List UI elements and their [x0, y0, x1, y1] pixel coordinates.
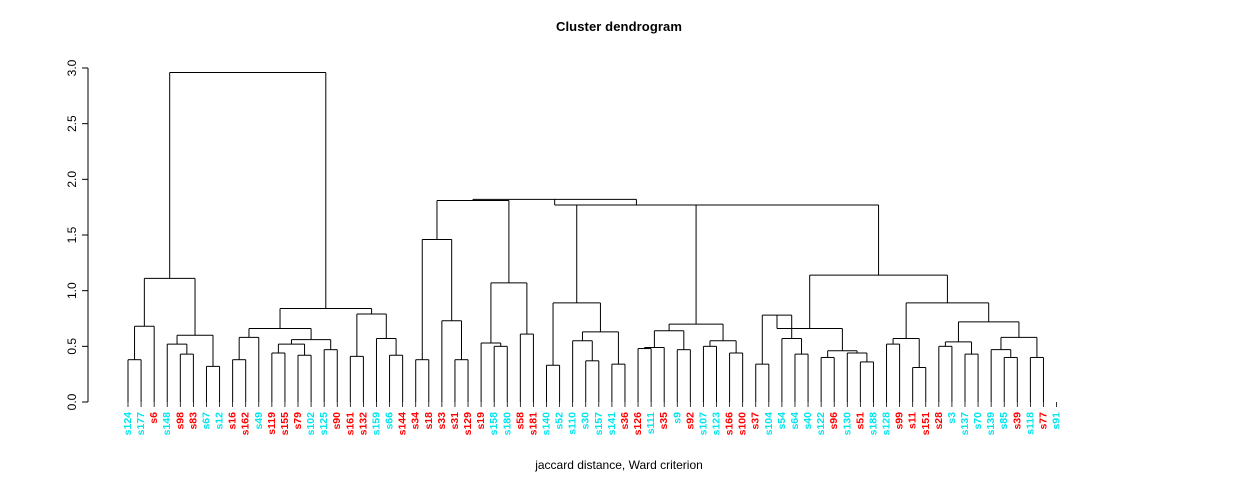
leaf-label: s132 [357, 412, 369, 436]
leaf-label: s64 [789, 412, 801, 430]
leaf-label: s79 [292, 412, 304, 430]
leaf-label: s33 [436, 412, 448, 430]
leaf-label: s140 [540, 412, 552, 436]
y-tick-label: 2.0 [65, 171, 79, 188]
y-tick-label: 1.5 [65, 226, 79, 243]
leaf-label: s16 [227, 412, 239, 430]
y-tick-label: 0.0 [65, 393, 79, 410]
leaf-label: s35 [658, 412, 670, 430]
leaf-label: s58 [514, 412, 526, 430]
leaf-label: s100 [737, 412, 749, 436]
leaf-label: s70 [972, 412, 984, 430]
leaf-label: s110 [567, 412, 579, 435]
leaf-label: s34 [410, 412, 422, 430]
x-axis-ticks [127, 402, 1057, 407]
leaf-label: s85 [998, 412, 1010, 430]
leaf-label: s111 [645, 412, 657, 434]
leaf-label: s157 [593, 412, 605, 436]
leaf-label: s107 [697, 412, 709, 436]
leaf-label: s119 [266, 412, 278, 435]
leaf-label: s162 [240, 412, 252, 436]
leaf-label: s118 [1024, 412, 1036, 435]
leaf-label: s124 [122, 412, 134, 436]
leaf-label: s151 [920, 412, 932, 436]
leaf-label: s141 [606, 412, 618, 436]
leaf-label: s12 [214, 412, 226, 430]
y-axis: 0.0 0.5 1.0 1.5 2.0 2.5 3.0 [65, 59, 89, 410]
leaf-label: s37 [750, 412, 762, 430]
y-tick-label: 0.5 [65, 338, 79, 355]
leaf-label: s126 [632, 412, 644, 436]
leaf-label: s181 [527, 412, 539, 436]
leaf-label: s104 [763, 412, 775, 436]
leaf-label: s102 [305, 412, 317, 436]
leaf-label: s3 [946, 412, 958, 424]
leaf-label: s158 [488, 412, 500, 436]
leaf-label: s18 [423, 412, 435, 430]
leaf-label: s52 [554, 412, 566, 430]
leaf-label: s49 [253, 412, 265, 430]
leaf-label: s128 [881, 412, 893, 436]
leaf-label: s90 [331, 412, 343, 430]
leaf-label: s96 [828, 412, 840, 430]
leaf-label: s137 [959, 412, 971, 436]
leaf-label: s40 [802, 412, 814, 430]
leaf-label: s98 [174, 412, 186, 430]
leaf-label: s125 [318, 412, 330, 436]
leaf-label: s188 [867, 412, 879, 436]
leaf-label: s54 [776, 412, 788, 430]
leaf-label: s51 [854, 412, 866, 430]
leaf-label: s144 [397, 412, 409, 436]
leaf-label: s31 [449, 412, 461, 430]
leaf-label: s28 [933, 412, 945, 430]
leaf-label: s139 [985, 412, 997, 436]
leaf-label: s123 [711, 412, 723, 436]
leaf-label: s36 [619, 412, 631, 430]
leaf-label: s19 [475, 412, 487, 430]
leaf-label: s180 [501, 412, 513, 436]
leaf-label: s159 [370, 412, 382, 436]
leaf-label: s30 [580, 412, 592, 430]
leaf-label: s99 [894, 412, 906, 430]
dendrogram-branches [127, 71, 1044, 402]
leaf-label: s77 [1037, 412, 1049, 430]
leaf-label: s83 [187, 412, 199, 430]
y-tick-label: 3.0 [65, 59, 79, 76]
leaf-label: s161 [344, 412, 356, 436]
leaf-label: s177 [135, 412, 147, 436]
leaf-label: s91 [1051, 412, 1063, 430]
leaf-label: s39 [1011, 412, 1023, 430]
leaf-label: s129 [462, 412, 474, 436]
leaf-label: s6 [148, 412, 160, 424]
leaf-label: s92 [684, 412, 696, 430]
leaf-label: s130 [841, 412, 853, 436]
x-axis-label: jaccard distance, Ward criterion [535, 458, 703, 472]
leaf-label: s9 [671, 412, 683, 424]
y-tick-label: 2.5 [65, 115, 79, 132]
leaf-label: s66 [384, 412, 396, 430]
leaf-label: s11 [907, 412, 919, 429]
leaf-label: s148 [161, 412, 173, 436]
page-title: Cluster dendrogram [555, 19, 683, 34]
leaf-label: s67 [200, 412, 212, 430]
y-tick-label: 1.0 [65, 282, 79, 299]
leaf-label: s166 [724, 412, 736, 436]
leaf-label: s122 [815, 412, 827, 436]
leaf-label: s155 [279, 412, 291, 436]
